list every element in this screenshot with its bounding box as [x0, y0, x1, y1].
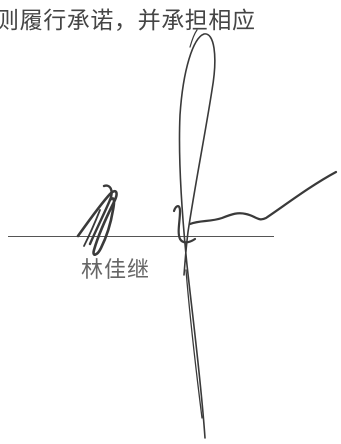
signature-stroke-lower-line — [185, 269, 203, 419]
signer-name: 林佳继 — [81, 258, 151, 283]
signature-line — [8, 236, 274, 237]
signature-stroke-left-loop — [76, 189, 118, 256]
signature-stroke-tail-wave — [188, 170, 338, 226]
document-text-line: 则履行承诺，并承担相应 — [0, 8, 256, 34]
signature-stroke-diagonal — [83, 209, 101, 247]
